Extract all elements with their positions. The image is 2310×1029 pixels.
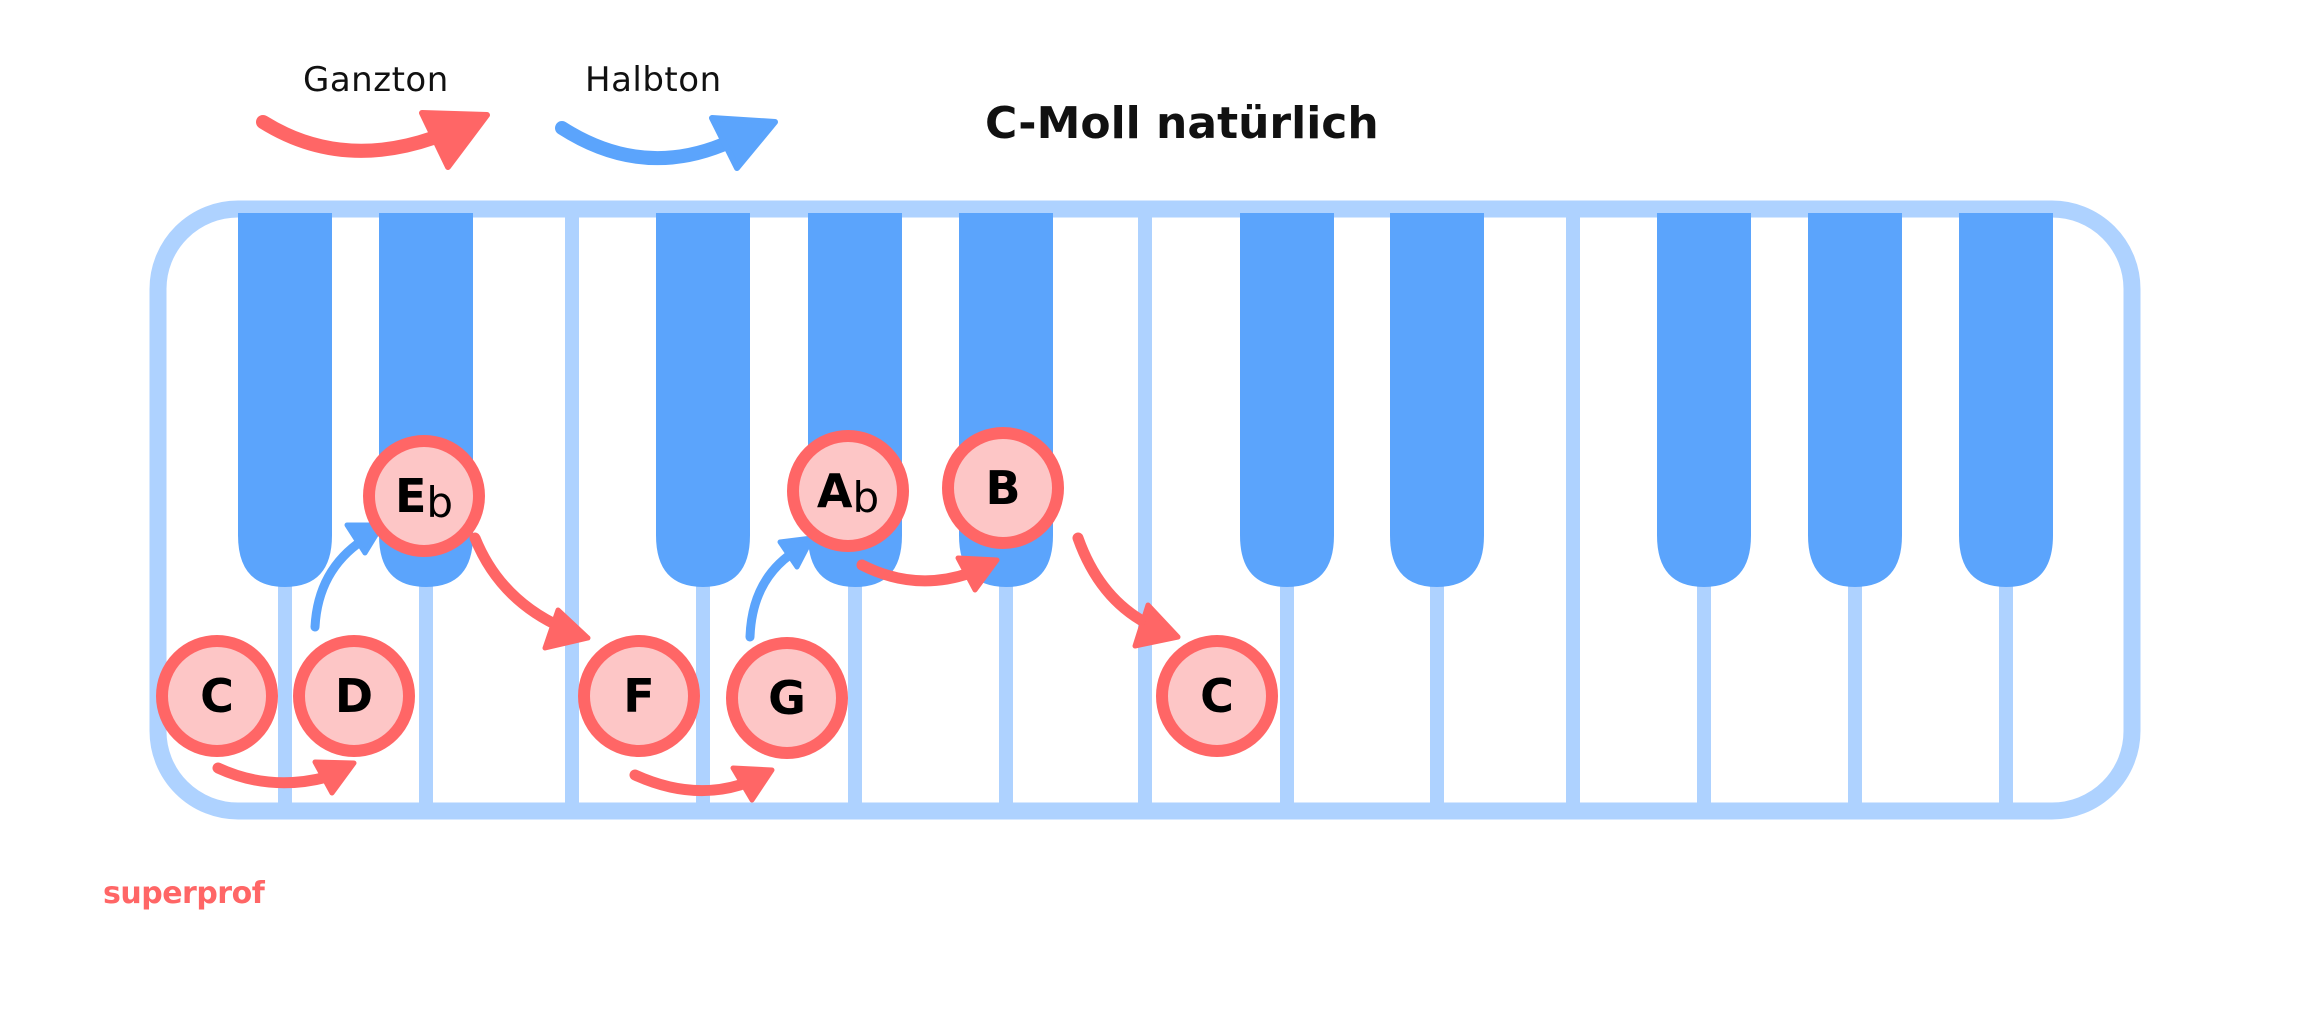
black-key-c-sharp[interactable]	[1240, 213, 1334, 587]
legend-whole-step-arrow-icon	[256, 110, 490, 170]
note-circle	[156, 635, 278, 757]
scale-notes: C D EbF G Ab B C	[156, 427, 1278, 759]
black-key-g-sharp[interactable]	[1808, 213, 1902, 587]
key-dividers	[565, 217, 1580, 803]
black-key-d-sharp[interactable]	[1390, 213, 1484, 587]
key-separator	[1999, 577, 2013, 803]
note-label: F	[623, 669, 654, 723]
superprof-logo: superprof	[103, 876, 265, 911]
arrow-c-d-whole-step-icon	[212, 759, 357, 796]
note-circle	[1156, 635, 1278, 757]
note-a-flat: Ab	[787, 430, 909, 552]
note-circle	[726, 637, 848, 759]
arrow-d-eb-half-step-icon	[310, 522, 385, 632]
note-circle	[363, 435, 485, 557]
key-divider	[565, 217, 579, 803]
note-e-flat: Eb	[363, 435, 485, 557]
diagram-title: C-Moll natürlich	[985, 98, 1379, 149]
key-separator	[999, 577, 1013, 803]
legend-half-step-arrow-icon	[555, 115, 778, 171]
note-label: G	[768, 671, 806, 725]
black-key-f-sharp[interactable]	[1657, 213, 1751, 587]
arrow-eb-f-whole-step-icon	[469, 532, 591, 651]
key-separator	[848, 577, 862, 803]
arrow-ab-b-whole-step-icon	[856, 555, 1000, 593]
arrow-b-c-whole-step-icon	[1072, 532, 1181, 649]
note-label: D	[335, 669, 373, 723]
note-label: C	[200, 669, 234, 723]
key-separator	[696, 577, 710, 803]
note-d: D	[293, 635, 415, 757]
note-g: G	[726, 637, 848, 759]
step-arrows	[212, 522, 1181, 803]
note-label: C	[1200, 669, 1234, 723]
white-key-separators	[278, 577, 2013, 803]
note-label: B	[985, 461, 1020, 515]
key-separator	[1280, 577, 1294, 803]
note-label: Ab	[817, 464, 879, 522]
black-key-f-sharp[interactable]	[656, 213, 750, 587]
note-circle	[293, 635, 415, 757]
key-separator	[278, 577, 292, 803]
legend-whole-step-label: Ganzton	[303, 60, 449, 100]
note-circle	[578, 635, 700, 757]
legend-half-step-label: Halbton	[585, 60, 722, 100]
note-f: F	[578, 635, 700, 757]
note-b: B	[942, 427, 1064, 549]
note-circle	[942, 427, 1064, 549]
black-key-a-sharp[interactable]	[1959, 213, 2053, 587]
note-c: C	[156, 635, 278, 757]
key-separator	[1697, 577, 1711, 803]
key-separator	[1848, 577, 1862, 803]
arrow-g-ab-half-step-icon	[745, 535, 815, 642]
key-separator	[419, 577, 433, 803]
note-circle	[787, 430, 909, 552]
key-separator	[1430, 577, 1444, 803]
key-divider	[1566, 217, 1580, 803]
arrow-f-g-whole-step-icon	[629, 765, 775, 803]
note-c: C	[1156, 635, 1278, 757]
key-divider	[1138, 217, 1152, 803]
note-label: Eb	[395, 469, 453, 527]
black-key-c-sharp[interactable]	[238, 213, 332, 587]
